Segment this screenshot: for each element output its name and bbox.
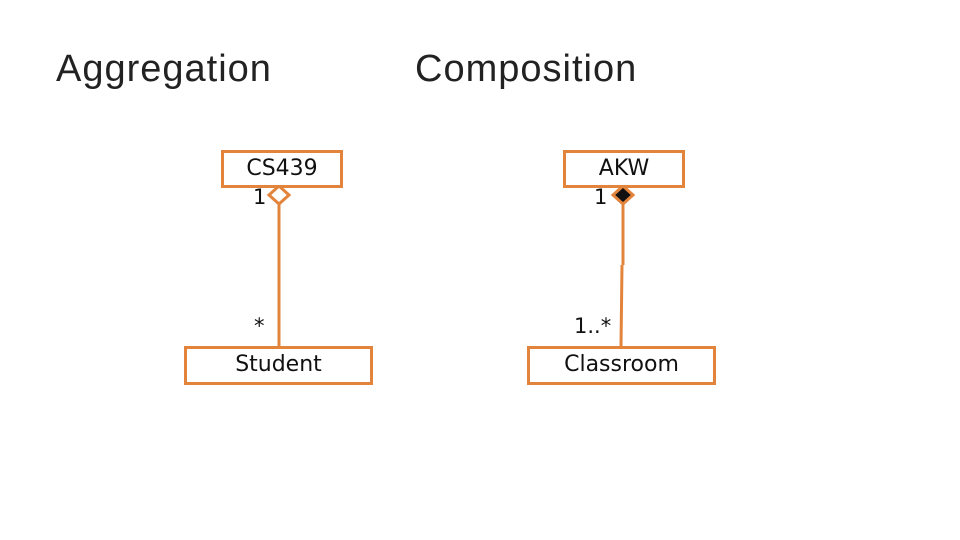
filled-diamond-icon	[610, 183, 636, 207]
aggregation-part-class-box: Student	[184, 346, 373, 385]
aggregation-whole-class-box: CS439	[221, 150, 343, 188]
hollow-diamond-icon	[266, 183, 292, 207]
aggregation-heading: Aggregation	[56, 48, 272, 90]
composition-heading: Composition	[415, 48, 638, 90]
composition-connector-line-lower	[619, 264, 624, 347]
aggregation-whole-multiplicity: 1	[253, 185, 267, 209]
composition-part-multiplicity: 1..*	[574, 314, 612, 338]
composition-whole-class-box: AKW	[563, 150, 685, 188]
composition-part-class-box: Classroom	[527, 346, 716, 385]
composition-whole-multiplicity: 1	[594, 185, 608, 209]
aggregation-part-multiplicity: *	[254, 314, 265, 338]
